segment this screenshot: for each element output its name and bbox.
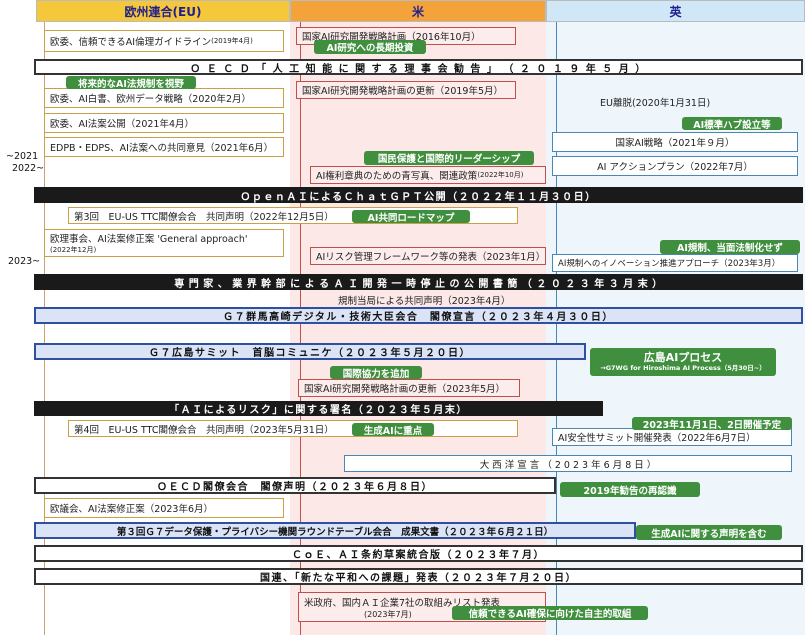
chatgpt-bar: ＯｐｅｎＡＩによるＣｈａｔＧＰＴ公開（２０２２年１１月３０日） xyxy=(34,187,803,203)
g7-digital-bar: Ｇ７群馬高崎デジタル・技術大臣会合 閣僚宣言（２０２３年４月３０日） xyxy=(34,307,803,324)
ai-risk-bar: 「ＡＩによるリスク」に関する署名（２０２３年５月末） xyxy=(34,401,603,416)
uk-strategy-box: 国家AI戦略（2021年９月） xyxy=(552,132,798,152)
tag-trusted-ai: 信頼できるAI確保に向けた自主的取組 xyxy=(452,606,648,620)
side-label-2022: 2022~ xyxy=(12,163,45,174)
uk-summit-box: AI安全性サミット開催発表（2022年6月7日） xyxy=(552,428,792,446)
us-rmf-box: AIリスク管理フレームワーク等の発表（2023年1月） xyxy=(310,247,546,265)
eu-ai-act-box: 欧委、AI法案公開（2021年4月） xyxy=(44,113,284,133)
ttc4-box: 第4回 EU-US TTC閣僚会合 共同声明（2023年5月31日） xyxy=(68,420,518,437)
atlantic-declaration-box: 大 西 洋 宣 言 （ 2 0 2 3 年 6 月 8 日 ） xyxy=(344,455,792,472)
un-bar: 国連、「新たな平和への課題」発表（２０２３年７月２０日） xyxy=(34,568,803,585)
open-letter-bar: 専 門 家 、 業 界 幹 部 に よ る Ａ Ｉ 開 発 一 時 停 止 の … xyxy=(34,274,803,290)
eu-timeline-line xyxy=(44,22,45,635)
tag-intl-cooperation: 国際協力を追加 xyxy=(330,366,422,380)
eu-white-paper-box: 欧委、AI白書、欧州データ戦略（2020年2月） xyxy=(44,88,284,108)
eu-general-approach-text: 欧理事会、AI法案修正案 'General approach' xyxy=(50,234,248,245)
eu-ai-ethics-text: 欧委、信頼できるAI倫理ガイドライン xyxy=(50,37,212,48)
tag-uk-standards-hub: AI標準ハブ設立等 xyxy=(682,117,782,131)
uk-innovation-box: AI規制へのイノベーション推進アプローチ（2023年3月） xyxy=(552,254,798,272)
uk-header: 英 xyxy=(546,0,805,22)
oecd-2019-bar: Ｏ Ｅ Ｃ Ｄ 「 人 工 知 能 に 関 す る 理 事 会 勧 告 」 （ … xyxy=(34,59,803,75)
oecd-2023-bar: ＯＥＣＤ閣僚会合 閣僚声明（２０２３年６月８日） xyxy=(34,477,556,494)
eu-edpb-box: EDPB・EDPS、AI法案への共同意見（2021年6月） xyxy=(44,137,284,157)
tag-future-regulation: 将来的なAI法規制を視野 xyxy=(66,76,196,90)
eu-general-approach-date: (2022年12月) xyxy=(50,246,97,254)
uk-timeline-line xyxy=(556,22,557,635)
uk-action-plan-box: AI アクションプラン（2022年7月） xyxy=(552,156,798,176)
side-label-2023: 2023~ xyxy=(8,256,41,267)
tag-oecd-reconfirm: 2019年勧告の再認識 xyxy=(560,482,700,497)
us-bill-of-rights-date: (2022年10月) xyxy=(477,171,524,179)
eu-header: 欧州連合(EU) xyxy=(36,0,290,22)
us-bill-of-rights-text: AI権利章典のための青写真、関連政策 xyxy=(316,171,478,182)
tag-long-term-investment: AI研究への長期投資 xyxy=(314,40,426,54)
tag-hiroshima-sub: →G7WG for Hiroshima AI Process（5月30日~） xyxy=(600,363,766,372)
tag-uk-no-legislation: AI規制、当面法制化せず xyxy=(660,240,800,254)
tag-generative-ai-statement: 生成AIに関する声明を含む xyxy=(636,525,782,540)
g7-summit-bar: Ｇ７広島サミット 首脳コミュニケ（２０２３年５月２０日） xyxy=(34,343,586,360)
side-label-2021: ~2021 xyxy=(6,151,39,162)
tag-generative-ai-focus: 生成AIに重点 xyxy=(352,423,434,437)
us-rd-plan-2019-box: 国家AI研究開発戦略計画の更新（2019年5月） xyxy=(296,81,516,99)
eu-ai-ethics-date: (2019年4月) xyxy=(211,37,253,45)
tag-joint-roadmap: AI共同ロードマップ xyxy=(352,210,470,224)
eu-general-approach-box: 欧理事会、AI法案修正案 'General approach' (2022年12… xyxy=(44,229,284,257)
us-commitments-text: 米政府、国内ＡＩ企業7社の取組みリスト発表 xyxy=(304,597,501,609)
g7-privacy-bar: 第３回Ｇ７データ保護・プライバシー機関ラウンドテーブル会合 成果文書（２０２３年… xyxy=(34,522,636,539)
tag-hiroshima-title: 広島AIプロセス xyxy=(643,350,723,364)
uk-brexit-text: EU離脱(2020年1月31日) xyxy=(600,98,711,109)
us-timeline-line xyxy=(300,22,301,635)
tag-hiroshima-process: 広島AIプロセス →G7WG for Hiroshima AI Process（… xyxy=(590,348,776,376)
tag-citizen-protection: 国民保護と国際的リーダーシップ xyxy=(364,151,534,165)
eu-parliament-box: 欧議会、AI法案修正案（2023年6月） xyxy=(44,498,284,518)
tag-summit-date: 2023年11月1日、2日開催予定 xyxy=(632,417,792,431)
us-commitments-date: (2023年7月) xyxy=(364,609,412,619)
eu-ai-ethics-box: 欧委、信頼できるAI倫理ガイドライン(2019年4月) xyxy=(44,30,284,52)
us-joint-statement-text: 規制当局による共同声明（2023年4月） xyxy=(338,296,511,307)
us-rd-plan-2023-box: 国家AI研究開発戦略計画の更新（2023年5月） xyxy=(298,379,520,397)
coe-bar: ＣｏＥ、ＡＩ条約草案統合版（２０２３年７月） xyxy=(34,545,803,562)
us-header: 米 xyxy=(290,0,546,22)
us-bill-of-rights-box: AI権利章典のための青写真、関連政策(2022年10月) xyxy=(310,166,546,184)
